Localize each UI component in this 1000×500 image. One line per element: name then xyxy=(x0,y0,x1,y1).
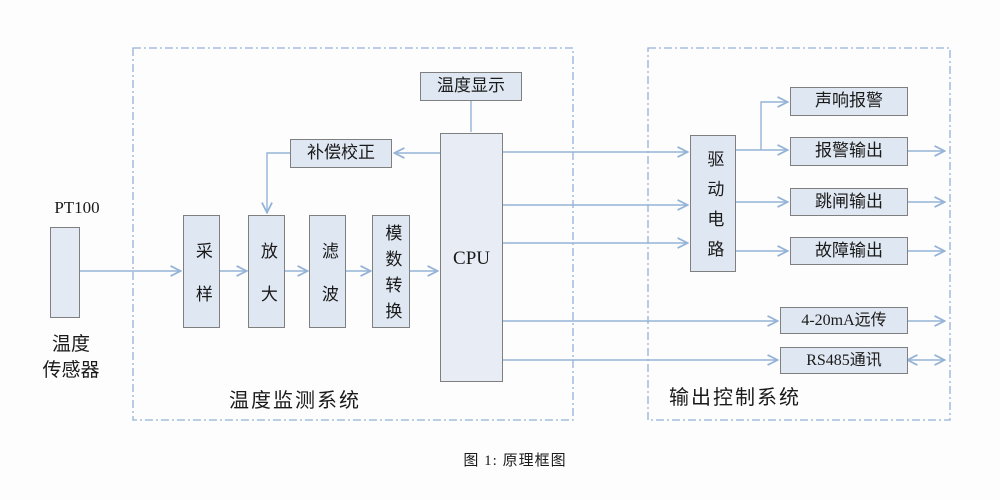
output-system-frame xyxy=(647,47,951,421)
block-filter: 滤波 xyxy=(309,215,346,328)
sensor-box xyxy=(50,227,80,318)
sensor-name-line2: 传感器 xyxy=(42,360,100,381)
block-trip-output: 跳闸输出 xyxy=(790,188,908,216)
output-system-label: 输出控制系统 xyxy=(669,387,801,409)
monitoring-system-frame xyxy=(132,47,574,421)
sensor-type-label: PT100 xyxy=(54,198,100,217)
connector-compensation-to-amplify xyxy=(267,152,290,212)
block-alarm-output: 报警输出 xyxy=(790,137,908,166)
block-4-20ma-remote: 4-20mA远传 xyxy=(780,307,908,334)
block-driver-circuit: 驱动电路 xyxy=(690,135,736,272)
connectors xyxy=(80,101,944,360)
block-adc: 模数转换 xyxy=(372,215,410,328)
block-amplify: 放大 xyxy=(248,215,285,328)
block-cpu: CPU xyxy=(440,133,503,382)
block-temperature-display: 温度显示 xyxy=(420,72,522,101)
block-sampling: 采样 xyxy=(183,215,220,328)
connector-driver-to-sound-alarm xyxy=(760,102,787,150)
monitoring-system-label: 温度监测系统 xyxy=(229,390,361,412)
block-rs485-comm: RS485通讯 xyxy=(780,347,908,374)
figure-caption: 图 1: 原理框图 xyxy=(463,453,567,469)
sensor-name-line1: 温度 xyxy=(51,334,90,355)
block-fault-output: 故障输出 xyxy=(790,237,908,265)
block-compensation: 补偿校正 xyxy=(290,139,392,168)
sensor-name-label: 温度 传感器 xyxy=(24,332,118,384)
block-sound-alarm: 声响报警 xyxy=(790,87,908,116)
